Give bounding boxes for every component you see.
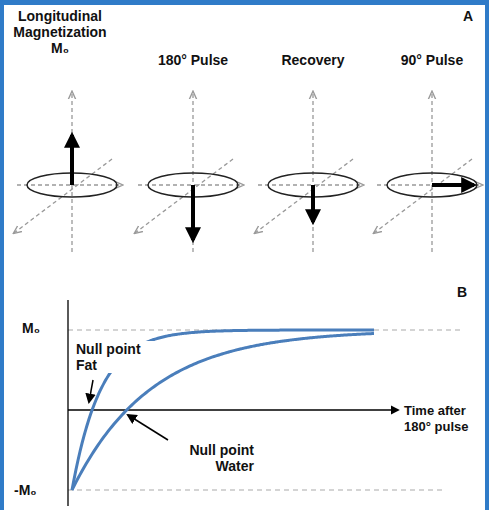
panel-letter: A [458, 8, 478, 24]
magnetization-vector [432, 183, 474, 187]
frame-band [0, 0, 4, 510]
axis-title: Time after 180° pulse [404, 403, 482, 435]
axis-value: -M₀ [14, 482, 54, 498]
step-label: 180° Pulse [148, 52, 238, 68]
y-axis [258, 184, 363, 185]
null-point-label: Null point Water [170, 442, 254, 474]
magnetization-frame [135, 92, 243, 252]
water-recovery-curve [72, 333, 374, 490]
step-label: Recovery [268, 52, 358, 68]
magnetization-vector [311, 185, 315, 222]
magnetization-frame [374, 92, 482, 252]
axis-value: M₀ [22, 320, 52, 336]
x-axis [374, 159, 472, 233]
leader-arrow [89, 380, 93, 402]
step-label: 90° Pulse [387, 52, 477, 68]
leader-arrow [128, 415, 168, 440]
magnetization-frame [255, 92, 363, 252]
x-axis [135, 159, 233, 233]
z-axis [71, 92, 72, 252]
frame-band [485, 0, 489, 510]
z-axis [312, 92, 313, 252]
x-axis [255, 159, 353, 233]
magnetization-vector [70, 135, 74, 185]
z-axis [431, 92, 432, 252]
frame-band [0, 0, 489, 5]
y-axis [17, 184, 122, 185]
fat-recovery-curve [72, 330, 374, 490]
y-axis [138, 184, 243, 185]
y-axis [377, 184, 482, 185]
magnetization-vector [191, 185, 195, 240]
y-axis [67, 300, 68, 506]
minus-m0-level [68, 489, 445, 490]
magnetization-frame [14, 92, 122, 252]
panel-letter: B [452, 284, 472, 300]
axis-title: Longitudinal Magnetization M₀ [8, 8, 112, 56]
transverse-plane [387, 173, 477, 197]
z-axis [192, 92, 193, 252]
time-axis [68, 409, 398, 410]
x-axis [14, 159, 112, 233]
null-point-label: Null point Fat [76, 341, 154, 373]
